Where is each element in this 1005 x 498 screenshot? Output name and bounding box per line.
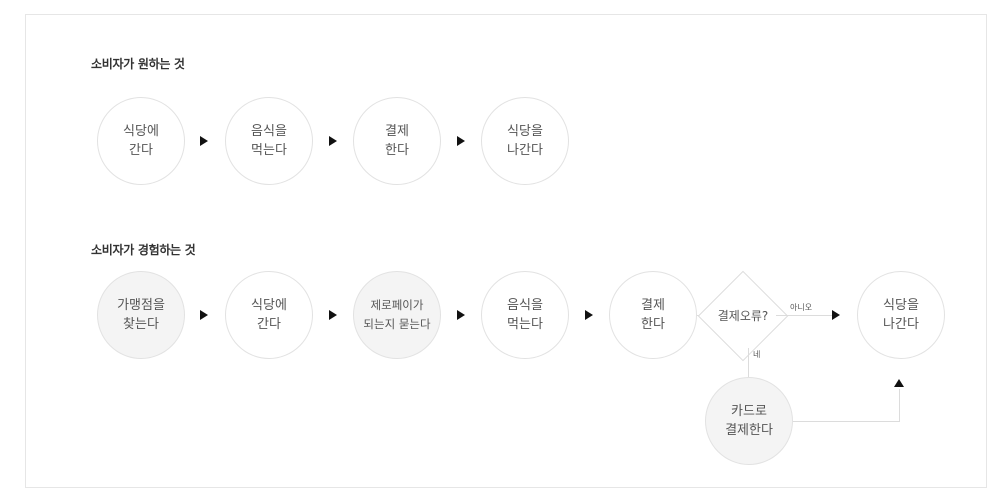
- experienced-step-ask-zeropay: 제로페이가 되는지 묻는다: [353, 271, 441, 359]
- arrow-right-icon: [329, 136, 337, 146]
- arrow-up-icon: [894, 379, 904, 387]
- yes-branch-label: 네: [753, 350, 761, 359]
- yes-branch-line: [748, 348, 749, 378]
- desired-step-go-to-restaurant: 식당에 간다: [97, 97, 185, 185]
- experienced-step-pay: 결제 한다: [609, 271, 697, 359]
- card-to-exit-line-vertical: [899, 389, 900, 422]
- payment-error-decision-label: 결제오류?: [717, 309, 769, 323]
- arrow-right-icon: [200, 310, 208, 320]
- experienced-section-title: 소비자가 경험하는 것: [91, 243, 196, 257]
- experienced-step-leave-restaurant: 식당을 나간다: [857, 271, 945, 359]
- experienced-step-pay-by-card: 카드로 결제한다: [705, 377, 793, 465]
- arrow-right-icon: [457, 310, 465, 320]
- desired-section-title: 소비자가 원하는 것: [91, 57, 185, 71]
- card-to-exit-line: [793, 421, 899, 422]
- arrow-right-icon: [832, 310, 840, 320]
- experienced-step-go-to-restaurant: 식당에 간다: [225, 271, 313, 359]
- desired-step-pay: 결제 한다: [353, 97, 441, 185]
- arrow-right-icon: [585, 310, 593, 320]
- arrow-right-icon: [200, 136, 208, 146]
- experienced-step-find-merchant: 가맹점을 찾는다: [97, 271, 185, 359]
- diagram-frame: [25, 14, 987, 488]
- arrow-right-icon: [457, 136, 465, 146]
- desired-step-eat-food: 음식을 먹는다: [225, 97, 313, 185]
- experienced-step-eat-food: 음식을 먹는다: [481, 271, 569, 359]
- arrow-right-icon: [329, 310, 337, 320]
- no-branch-label: 아니오: [790, 303, 813, 312]
- desired-step-leave-restaurant: 식당을 나간다: [481, 97, 569, 185]
- no-branch-line: [776, 315, 832, 316]
